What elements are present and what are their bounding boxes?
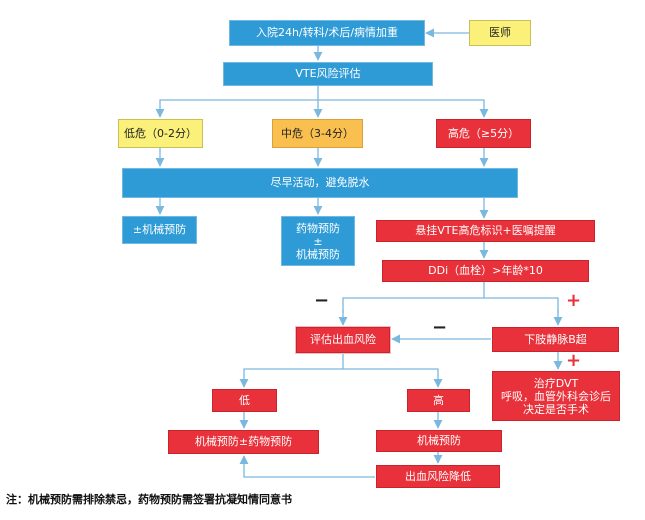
- mid-risk-node: 中危（3-4分）: [272, 119, 363, 148]
- plus-sign-ultrasound: +: [566, 350, 582, 371]
- lower-ultrasound-node: 下肢静脉B超: [492, 327, 619, 352]
- arrow-split: [342, 297, 559, 313]
- plus-sign-ddi: +: [566, 290, 582, 311]
- admission-node: 入院24h/转科/术后/病情加重: [229, 20, 425, 46]
- bleeding-low-node: 低: [212, 389, 277, 412]
- mech-only-node: 机械预防: [376, 430, 502, 452]
- early-activity-node: 尽早活动，避免脱水: [122, 168, 518, 198]
- mech-drug-node: 机械预防±药物预防: [168, 430, 319, 454]
- drug-mech-node: 药物预防 ± 机械预防: [281, 216, 355, 266]
- doctor-node: 医师: [469, 20, 531, 46]
- bleeding-lower-node: 出血风险降低: [376, 465, 500, 488]
- bleeding-high-node: 高: [407, 389, 470, 412]
- vte-assessment-node: VTE风险评估: [223, 62, 433, 86]
- arrow-vte-branches: [159, 99, 485, 113]
- mech-optional-node: ±机械预防: [122, 216, 197, 244]
- minus-sign-ddi: −: [314, 290, 330, 311]
- ddi-node: DDi（血栓）>年龄*10: [382, 260, 589, 282]
- vte-flag-node: 悬挂VTE高危标识+医嘱提醒: [376, 220, 595, 242]
- arrow-bleed-branches: [243, 368, 439, 385]
- minus-sign-ultrasound: −: [432, 317, 448, 338]
- arrow-lower-mechdrug: [239, 455, 375, 478]
- treat-dvt-node: 治疗DVT 呼吸，血管外科会诊后 决定是否手术: [492, 371, 620, 421]
- bleeding-eval-node: 评估出血风险: [296, 327, 390, 353]
- footnote: 注：机械预防需排除禁忌，药物预防需签署抗凝知情同意书: [6, 493, 292, 506]
- high-risk-node: 高危（≥5分）: [436, 119, 531, 148]
- low-risk-node: 低危（0-2分）: [118, 119, 203, 148]
